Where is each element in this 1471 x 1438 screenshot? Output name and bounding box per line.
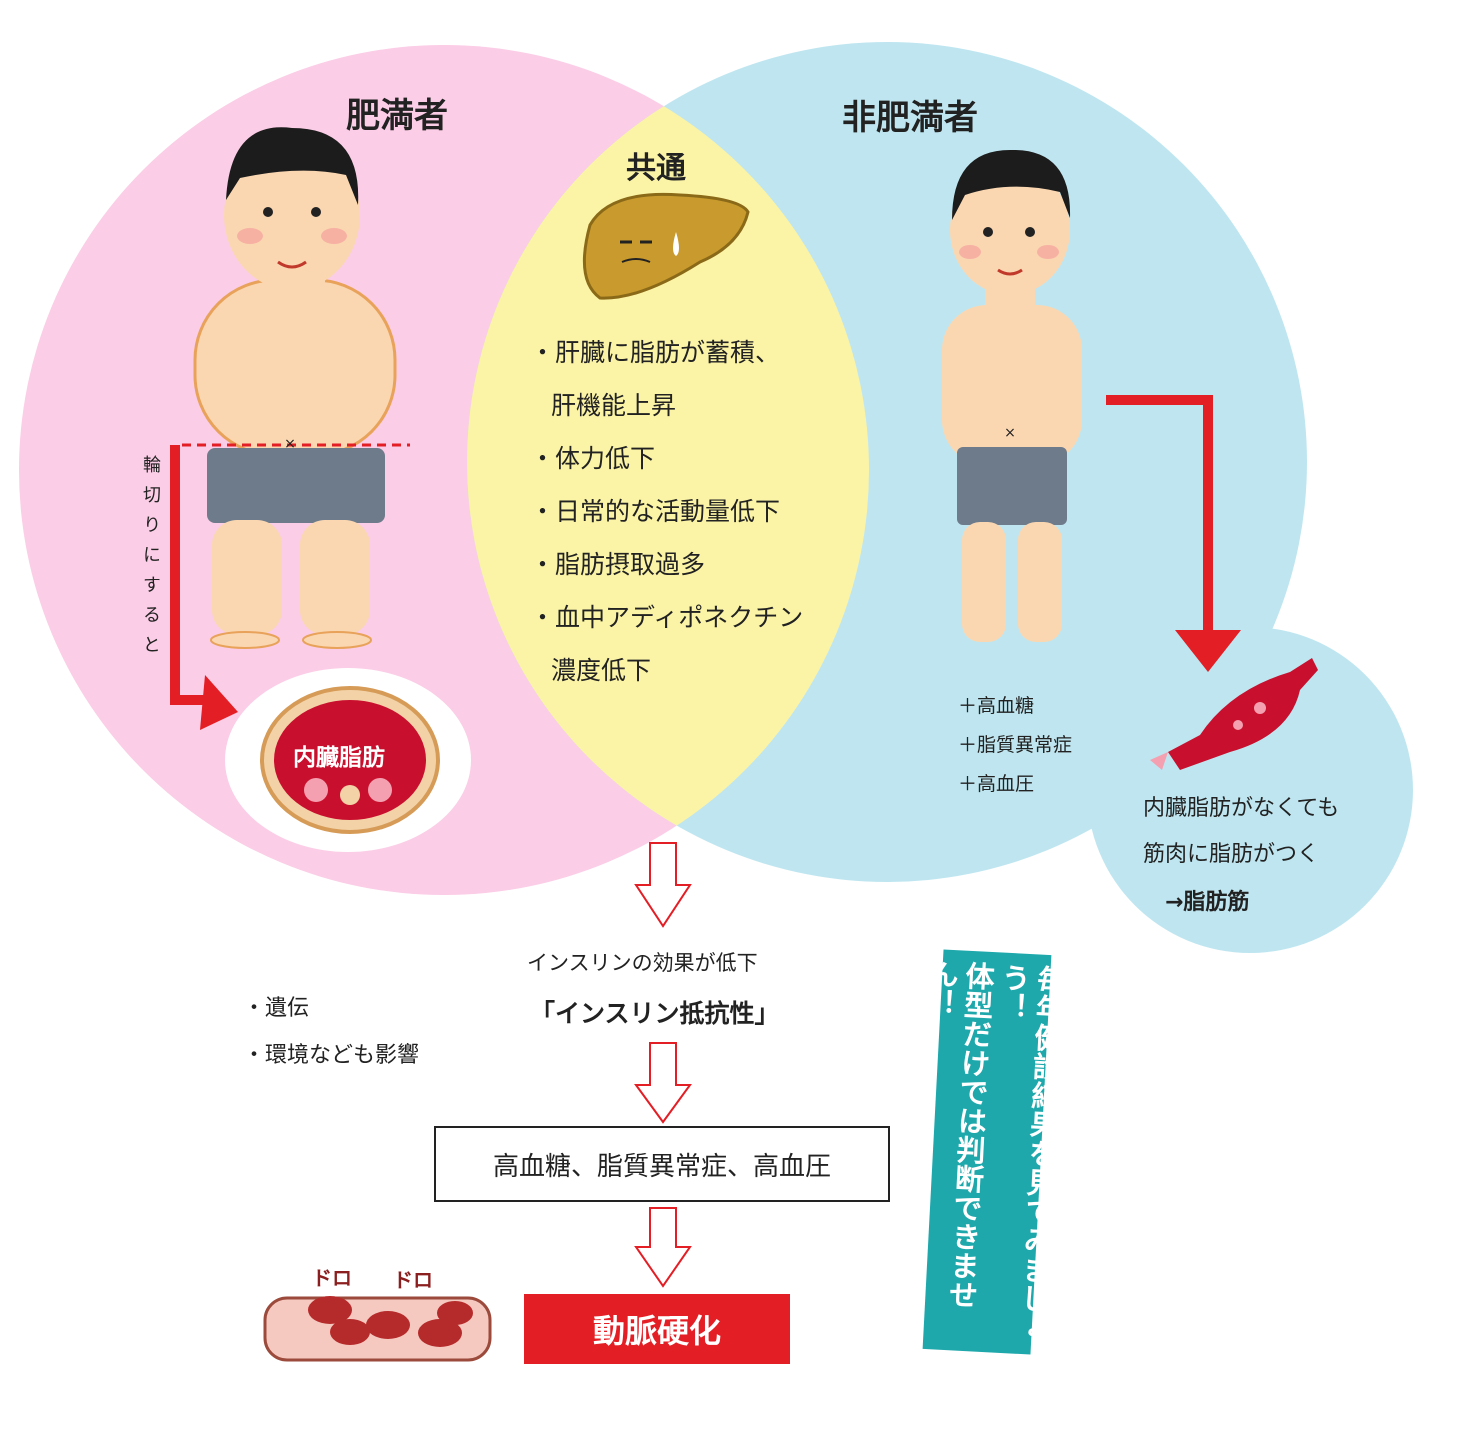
svg-text:×: × [1004,425,1016,441]
blood-sound-text: ドロ [393,1268,433,1292]
obese-red-arrow [170,445,238,730]
obese-title: 肥満者 [346,96,448,136]
diseases-box: 高血糖、脂質異常症、高血圧 [434,1126,890,1202]
checkup-banner: 体型だけでは判断できません！ 毎年健診結果を見てみましょう！ [922,949,1068,1355]
nonobese-red-arrow [1106,395,1241,672]
common-item: 濃度低下 [551,656,652,685]
muscle-bubble [1087,627,1413,953]
common-title: 共通 [626,151,686,186]
blood-vessel-illustration [263,1296,492,1362]
factor-item: ・環境なども影響 [243,1043,420,1068]
nonobese-title: 非肥満者 [842,98,978,138]
insulin-effect-text: インスリンの効果が低下 [527,951,758,975]
visceral-fat-label: 内臓脂肪 [293,745,385,771]
visceral-fat-illustration [225,668,471,852]
cut-label: 輪切りにすると [140,455,161,665]
nonobese-extra: ＋脂質異常症 [958,734,1073,756]
insulin-resistance-text: 「インスリン抵抗性」 [530,999,780,1028]
muscle-note: 内臓脂肪がなくても [1143,796,1340,821]
common-item: 肝機能上昇 [551,391,677,420]
common-item: ・肝臓に脂肪が蓄積、 [530,338,781,367]
svg-text:×: × [284,436,296,452]
arteriosclerosis-text: 動脈硬化 [592,1312,721,1350]
fatty-liver-illustration [582,192,750,300]
muscle-note: 筋肉に脂肪がつく [1143,842,1320,867]
nonobese-extra: ＋高血糖 [958,695,1035,717]
hollow-down-arrows [634,842,692,1288]
arteriosclerosis-box: 動脈硬化 [524,1294,790,1364]
common-item: ・体力低下 [530,444,656,473]
common-item: ・脂肪摂取過多 [530,550,706,579]
obese-person-illustration: × [182,127,410,649]
diseases-text: 高血糖、脂質異常症、高血圧 [492,1151,831,1182]
common-item: ・日常的な活動量低下 [530,497,781,526]
nonobese-person-illustration: × [942,149,1082,642]
common-item: ・血中アディポネクチン [530,603,804,632]
nonobese-extra: ＋高血圧 [958,773,1035,795]
fatty-muscle-illustration [1150,658,1318,770]
factor-item: ・遺伝 [243,996,310,1021]
muscle-note-fatty-muscle: →脂肪筋 [1165,890,1250,915]
blood-sound-text: ドロ [312,1266,352,1290]
